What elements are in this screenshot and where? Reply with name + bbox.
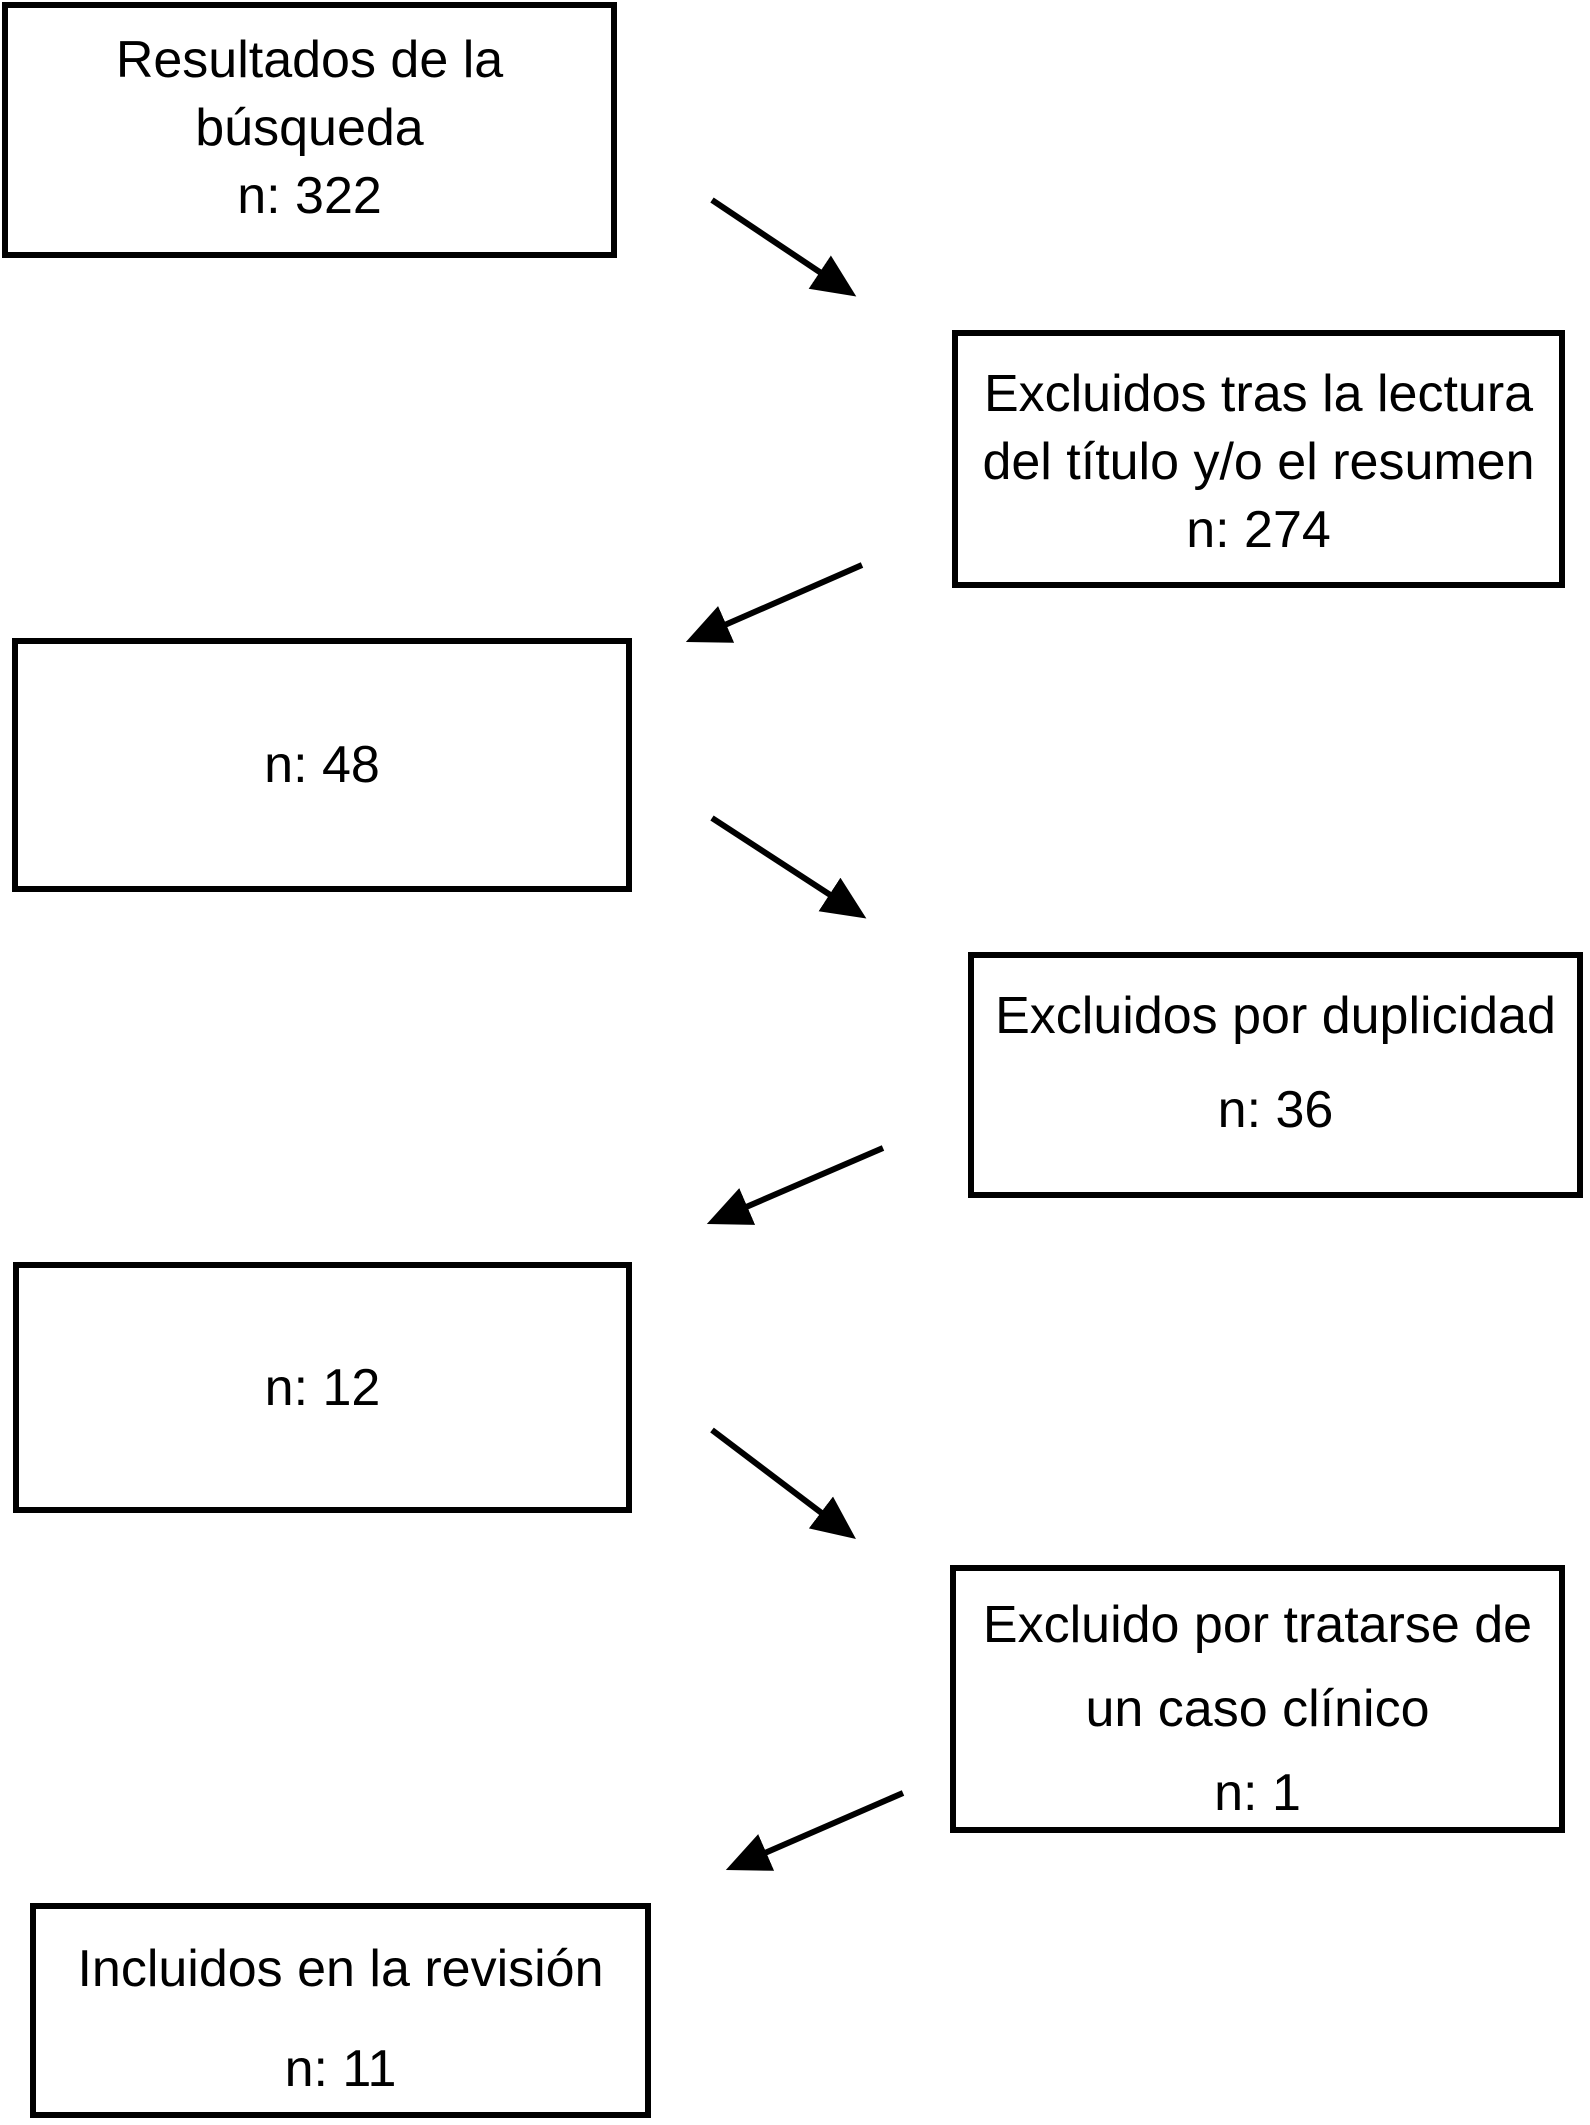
arrow-n48-to-excluded-duplicates-icon	[710, 815, 867, 919]
node-excluded-case-report-line: un caso clínico	[1085, 1680, 1430, 1738]
node-included-in-review-line: Incluidos en la revisión	[77, 1940, 604, 1998]
node-included-in-review: Incluidos en la revisión n: 11	[30, 1903, 651, 2118]
node-excluded-title-abstract: Excluidos tras la lectura del título y/o…	[952, 330, 1565, 588]
node-after-title-screen: n: 48	[12, 638, 632, 892]
arrow-results-to-excluded-title-icon	[710, 197, 857, 297]
node-search-results-count: n: 322	[237, 167, 382, 225]
node-search-results-line: Resultados de la	[115, 31, 504, 89]
node-after-title-screen-count: n: 48	[264, 736, 380, 794]
node-search-results: Resultados de la búsqueda n: 322	[2, 2, 617, 258]
node-excluded-duplicates-count: n: 36	[1217, 1081, 1334, 1139]
node-excluded-case-report: Excluido por tratarse de un caso clínico…	[950, 1565, 1565, 1833]
node-excluded-case-report-count: n: 1	[1214, 1764, 1301, 1822]
arrow-n12-to-excluded-case-icon	[710, 1427, 856, 1540]
node-excluded-title-abstract-line: del título y/o el resumen	[982, 433, 1535, 491]
node-after-duplicates: n: 12	[13, 1262, 632, 1513]
arrow-excluded-case-to-included-icon	[725, 1790, 905, 1871]
node-excluded-title-abstract-count: n: 274	[1186, 501, 1331, 559]
node-excluded-duplicates: Excluidos por duplicidad n: 36	[968, 952, 1583, 1198]
node-included-in-review-count: n: 11	[284, 2040, 397, 2098]
arrow-excluded-duplicates-to-n12-icon	[706, 1145, 885, 1225]
arrow-excluded-title-to-n48-icon	[685, 562, 864, 643]
node-after-duplicates-count: n: 12	[264, 1358, 381, 1417]
node-excluded-title-abstract-line: Excluidos tras la lectura	[983, 365, 1534, 423]
node-search-results-line: búsqueda	[195, 99, 424, 157]
node-excluded-duplicates-line: Excluidos por duplicidad	[995, 987, 1556, 1045]
node-excluded-case-report-line: Excluido por tratarse de	[982, 1596, 1533, 1654]
